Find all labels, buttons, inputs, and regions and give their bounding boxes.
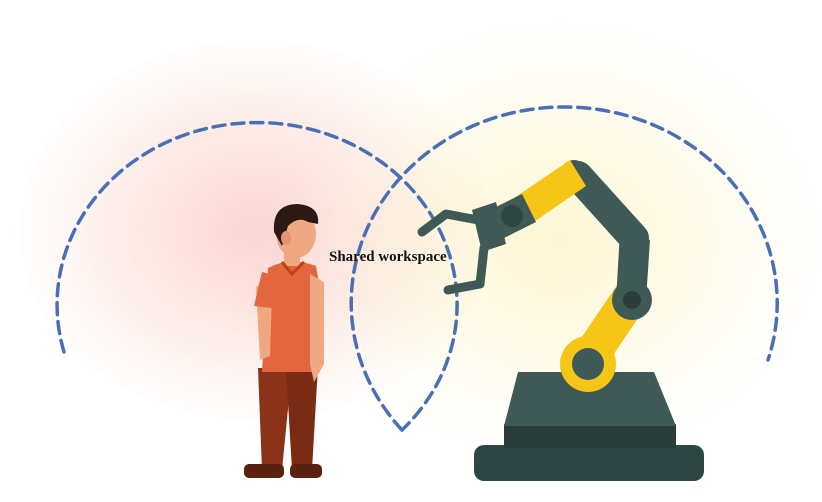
robot-workspace-boundary [349,105,779,432]
robot-base-pedestal [504,372,676,426]
robot-forearm [514,160,586,226]
robot-base-plate [474,445,704,481]
human-ear [281,231,291,245]
human-right-arm [310,274,324,382]
robot-upper-arm [563,161,649,253]
robot-gripper-lower-claw [443,243,489,295]
shared-workspace-label: Shared workspace [329,249,447,265]
human-collar [280,260,306,277]
robot-wrist-joint [501,205,523,227]
robot-gripper-upper-claw [417,209,483,237]
human-right-shoe [290,464,322,478]
human-left-sleeve [254,272,276,308]
human-left-shoe [244,464,284,478]
robot-base-stripe [504,424,676,448]
robot-elbow-joint-hub [623,291,641,309]
human-workspace-boundary [55,120,459,432]
human-left-leg [258,368,292,470]
human-right-leg [286,366,318,470]
robot-arm-icon [417,160,704,481]
human-worker-icon [244,204,324,478]
human-torso [262,261,322,372]
robot-base-joint-hub [572,348,604,380]
robot-gripper-body [472,202,506,252]
